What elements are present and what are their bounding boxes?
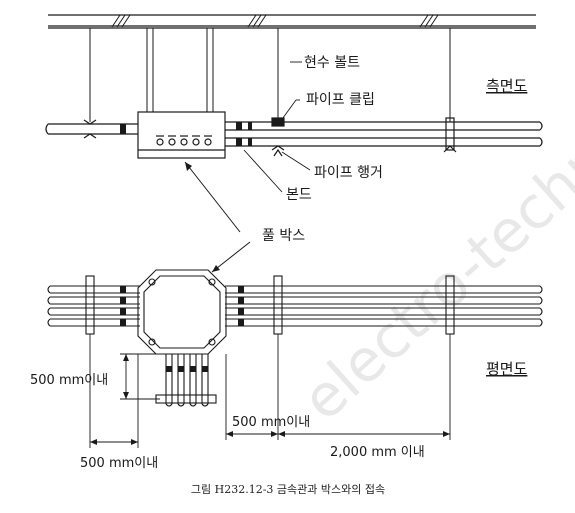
pull-box-arrows [184,161,251,273]
dimension-arrows [90,354,450,445]
pipe-clip-left [83,119,97,139]
plan-conduits-down [155,354,217,407]
pull-box-plan [137,269,227,355]
watermark: electro-technical [289,58,575,434]
bond-bands-plan [120,286,244,326]
plan-view [47,269,543,448]
dimension-lines [89,334,451,448]
plan-conduits-right [225,275,543,335]
ceiling-slab [48,14,536,29]
pipe-hanger-far [443,117,457,153]
pipe-hanger-label: 파이프 행거 [314,165,383,181]
pipe-clip-right [271,117,285,157]
pull-box-side [137,111,226,159]
figure-caption: 그림 H232.12-3 금속관과 박스와의 접속 [191,483,385,496]
side-view-title: 측면도 [486,77,528,95]
dimension-left-500: 500 mm이내 [80,456,158,471]
dimension-span-2000: 2,000 mm 이내 [330,445,425,460]
bond-bands-side [120,122,252,146]
watermark-text: electro-technical [289,58,575,434]
plan-conduits-left [47,275,140,335]
plan-view-title: 평면도 [486,360,528,378]
hanger-bolts [89,28,451,122]
leader-lines [243,61,311,193]
side-view [45,14,543,273]
pipe-clip-label: 파이프 클립 [306,92,375,108]
pull-box-label: 풀 박스 [262,228,305,244]
dimension-vertical-500: 500 mm이내 [30,373,108,388]
bond-label: 본드 [286,187,312,203]
hanger-bolt-label: 현수 볼트 [304,55,360,71]
dimension-box-to-clip-500: 500 mm이내 [232,415,310,430]
